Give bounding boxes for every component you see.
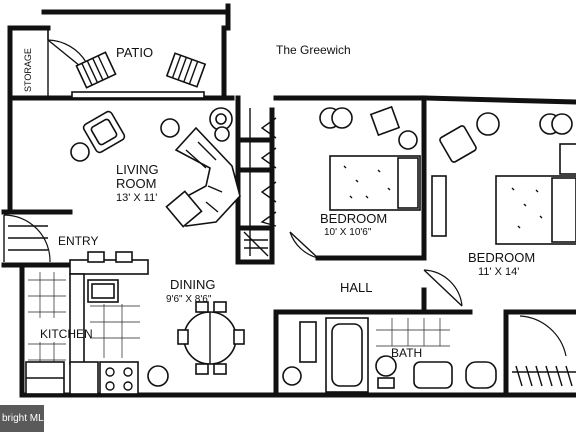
label-dining-size: 9'6" X 8'6" [166,294,212,305]
bedroom1-furniture [319,105,421,211]
toilet [375,355,397,377]
kitchen-floor-tiles [28,272,140,362]
label-bedroom1-size: 10' X 10'6" [324,227,372,238]
label-bath: BATH [391,346,422,360]
patio-chair [165,52,207,88]
living-room-furniture [70,107,241,228]
label-living-2: ROOM [116,176,156,191]
watermark-logo: bright MLS [0,405,44,432]
label-bedroom2-size: 11' X 14' [478,266,519,278]
entry-kitchen [3,214,149,395]
label-bedroom1: BEDROOM [320,211,387,226]
bath-floor-tiles [376,318,450,347]
label-storage: STORAGE [23,48,33,92]
label-living-size: 13' X 11' [116,192,157,204]
stove [99,361,139,395]
armchair [82,110,126,154]
label-hall: HALL [340,280,373,295]
label-kitchen: KITCHEN [40,327,93,341]
label-patio: PATIO [116,45,153,60]
label-bedroom2: BEDROOM [468,250,535,265]
closets [243,108,319,259]
plan-name: The Greewich [276,43,351,57]
bedroom2-furniture [423,112,576,387]
bath-fixtures [282,317,497,393]
room-labels: The Greewich PATIO STORAGE LIVING ROOM 1… [23,43,535,360]
label-dining: DINING [170,277,216,292]
label-living-1: LIVING [116,162,159,177]
label-entry: ENTRY [58,234,98,248]
patio-area [10,28,207,99]
dining-table-set [147,301,245,387]
patio-chair [75,51,117,89]
